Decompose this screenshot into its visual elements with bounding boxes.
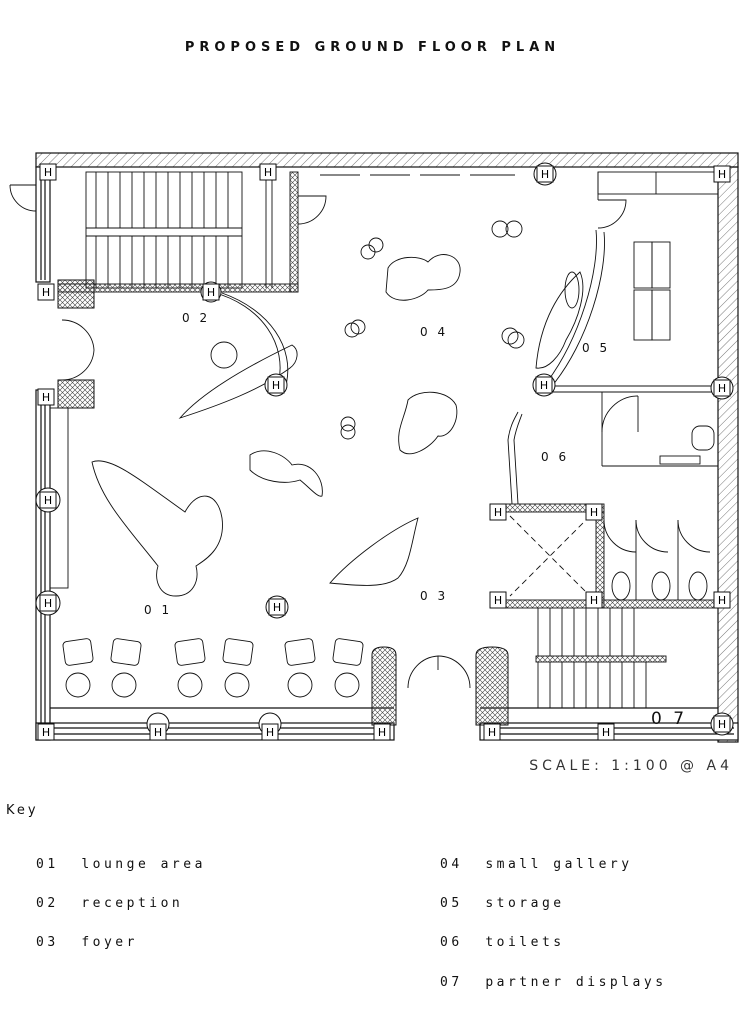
heater-icon: H (532, 373, 556, 397)
heater-icon: H (489, 503, 507, 521)
storage-room (320, 171, 719, 393)
svg-text:H: H (207, 286, 215, 299)
floor-plan-drawing: H H H H H H H H H H H H H H H H H H H H … (9, 152, 739, 743)
heater-markers: H H H H H H H H H H H H H H H H H H H H … (35, 162, 734, 741)
entrance-door (407, 655, 471, 689)
heater-icon: H (37, 723, 55, 741)
scale-note: SCALE: 1:100 @ A4 (529, 758, 733, 774)
key-item-07: 07 partner displays (440, 975, 667, 990)
svg-text:H: H (266, 726, 274, 739)
svg-text:H: H (42, 391, 50, 404)
room-label-05: 0 5 (582, 341, 610, 355)
svg-text:H: H (44, 494, 52, 507)
room-label-06: 0 6 (541, 450, 569, 464)
room-label-07: 0 7 (651, 709, 687, 729)
room-label-01: 0 1 (144, 603, 172, 617)
heater-icon: H (533, 162, 557, 186)
svg-text:H: H (42, 286, 50, 299)
key-item-05: 05 storage (440, 896, 565, 911)
heater-icon: H (35, 487, 61, 513)
heater-icon: H (37, 283, 55, 301)
heater-icon: H (713, 591, 731, 609)
key-item-03: 03 foyer (36, 935, 138, 950)
svg-text:H: H (264, 166, 272, 179)
lounge-chairs (62, 638, 364, 698)
room-label-02: 0 2 (182, 311, 210, 325)
svg-text:H: H (272, 379, 280, 392)
room-label-04: 0 4 (420, 325, 448, 339)
svg-text:H: H (540, 379, 548, 392)
heater-icon: H (259, 163, 277, 181)
heater-icon: H (264, 373, 288, 397)
svg-text:H: H (44, 597, 52, 610)
plan-title: PROPOSED GROUND FLOOR PLAN (184, 40, 561, 55)
heater-icon: H (200, 281, 222, 303)
reception-desk (211, 291, 289, 386)
heater-icon: H (710, 712, 734, 736)
svg-text:H: H (488, 726, 496, 739)
heater-icon: H (146, 712, 170, 741)
svg-text:H: H (273, 601, 281, 614)
room-label-03: 0 3 (420, 589, 448, 603)
heater-icon: H (37, 388, 55, 406)
svg-text:H: H (494, 594, 502, 607)
key-item-02: 02 reception (36, 896, 184, 911)
side-door (9, 184, 95, 381)
heater-icon: H (710, 376, 734, 400)
svg-text:H: H (590, 594, 598, 607)
svg-text:H: H (718, 718, 726, 731)
svg-text:H: H (44, 166, 52, 179)
svg-text:H: H (378, 726, 386, 739)
svg-text:H: H (718, 168, 726, 181)
svg-text:H: H (590, 506, 598, 519)
key-item-06: 06 toilets (440, 935, 565, 950)
heater-icon: H (713, 165, 731, 183)
lower-stairs (535, 608, 667, 708)
key-heading: Key (6, 803, 39, 818)
svg-text:H: H (494, 506, 502, 519)
key-item-01: 01 lounge area (36, 857, 206, 872)
heater-icon: H (265, 595, 289, 619)
heater-icon: H (585, 591, 603, 609)
svg-text:H: H (154, 726, 162, 739)
heater-icon: H (483, 723, 501, 741)
key-item-04: 04 small gallery (440, 857, 633, 872)
heater-icon: H (585, 503, 603, 521)
heater-icon: H (373, 723, 391, 741)
entrance-piers (57, 279, 509, 726)
svg-text:H: H (718, 382, 726, 395)
gallery-sculptures (91, 254, 584, 597)
svg-text:H: H (541, 168, 549, 181)
heater-icon: H (489, 591, 507, 609)
svg-text:H: H (602, 726, 610, 739)
round-plinths (210, 220, 525, 440)
heater-icon: H (35, 590, 61, 616)
heater-icon: H (258, 712, 282, 741)
reception-stairs (57, 171, 327, 293)
svg-text:H: H (42, 726, 50, 739)
heater-icon: H (597, 723, 615, 741)
svg-text:H: H (718, 594, 726, 607)
toilets-block (503, 392, 719, 609)
heater-icon: H (39, 163, 57, 181)
room-labels: 0 2 0 4 0 5 0 6 0 1 0 3 0 7 (144, 311, 687, 729)
